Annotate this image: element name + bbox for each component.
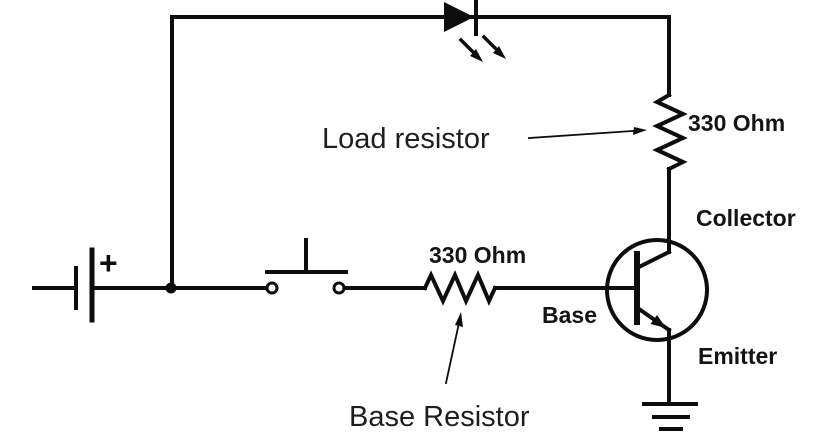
- load-resistor-icon: [652, 15, 688, 254]
- switch-right-terminal: [332, 281, 346, 295]
- switch-left-terminal: [265, 281, 279, 295]
- base-resistor-annotation-label: Base Resistor: [349, 401, 530, 433]
- ground-icon: [642, 328, 698, 431]
- transistor-emitter-arrowhead: [650, 315, 666, 328]
- led-icon: [444, 0, 506, 62]
- momentary-switch-icon: [265, 238, 427, 295]
- base-label: Base: [542, 302, 597, 328]
- base-resistor-value-label: 330 Ohm: [429, 242, 527, 268]
- junction-dot: [165, 282, 177, 294]
- base-resistor-icon: [422, 270, 636, 306]
- emitter-label: Emitter: [698, 343, 778, 369]
- battery-cell-icon: [32, 247, 268, 323]
- wire-top: [170, 15, 671, 290]
- transistor-collector-lead: [636, 249, 672, 270]
- load-resistor-value-label: 330 Ohm: [688, 110, 786, 136]
- led-anode-triangle: [444, 2, 474, 32]
- led-light-arrows-icon: [458, 34, 506, 62]
- battery-plus-label: +: [99, 245, 118, 281]
- collector-label: Collector: [696, 205, 796, 231]
- load-resistor-annotation-arrow: [528, 127, 647, 139]
- base-resistor-annotation-arrow: [444, 312, 463, 385]
- load-resistor-annotation-label: Load resistor: [322, 123, 490, 155]
